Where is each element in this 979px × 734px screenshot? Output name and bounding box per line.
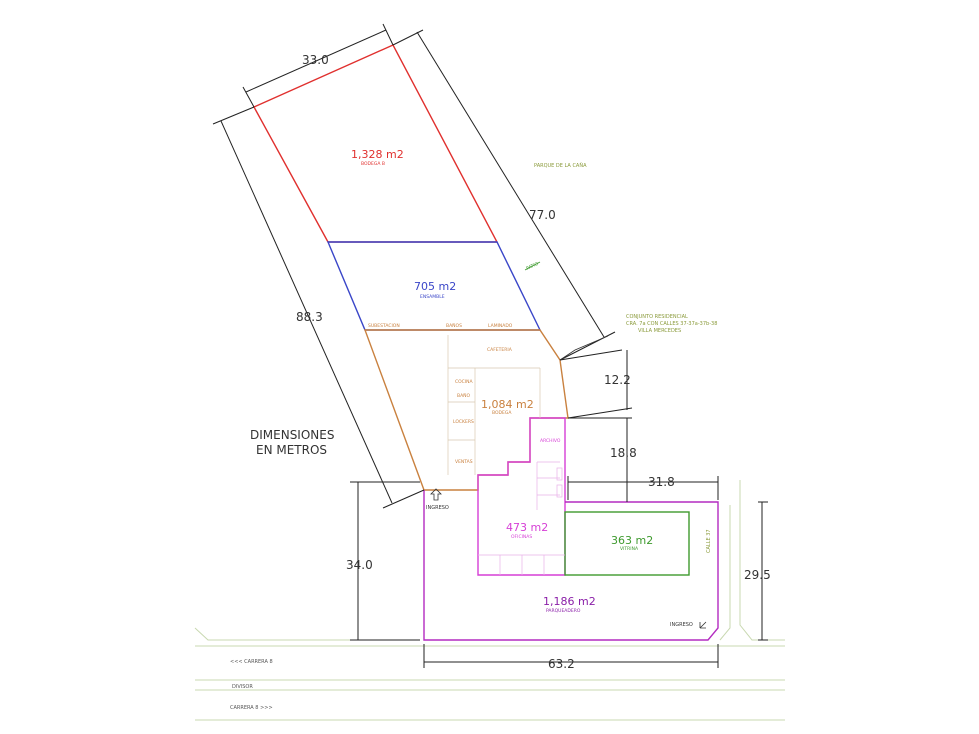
zone-bodega-b-name: BODEGA B	[361, 161, 385, 167]
zone-vitrina-area: 363 m2	[611, 534, 653, 547]
label-ingreso-right: INGRESO	[670, 622, 693, 628]
dim-18: 18.8	[610, 446, 637, 460]
road-lines	[194, 480, 785, 721]
zone-bodega-area: 1,084 m2	[481, 398, 534, 411]
room-patio: PATIO	[525, 261, 540, 272]
title-line-1: DIMENSIONES	[250, 428, 334, 442]
dim-88: 88.3	[296, 310, 323, 324]
label-road-3: CARRERA 8 >>>	[230, 705, 273, 711]
zone-bodega-outline	[363, 329, 569, 491]
room-subestacion: SUBESTACION	[368, 323, 400, 329]
zone-oficinas-outline	[477, 417, 566, 576]
dim-33: 33.0	[302, 53, 329, 67]
dim-29: 29.5	[744, 568, 771, 582]
zone-bodega-b-outline	[253, 44, 499, 243]
room-ventas: VENTAS	[455, 459, 473, 465]
zone-vitrina-name: VITRINA	[620, 546, 639, 552]
label-parque: PARQUE DE LA CAÑA	[534, 162, 587, 169]
zone-parqueadero-outline	[423, 490, 719, 641]
zone-parqueadero-name: PARQUEADERO	[546, 608, 581, 614]
zone-oficinas-name: OFICINAS	[511, 534, 532, 540]
room-banos: BAÑOS	[446, 322, 462, 329]
zone-bodega-name: BODEGA	[492, 410, 512, 416]
zone-ensamble-name: ENSAMBLE	[420, 294, 445, 300]
room-cocina: COCINA	[455, 379, 474, 385]
ingreso-left-arrow-icon	[430, 488, 442, 501]
office-details	[478, 461, 565, 575]
dim-12: 12.2	[604, 373, 631, 387]
label-road-1: <<< CARRERA 8	[230, 659, 273, 665]
room-lockers: LOCKERS	[453, 419, 474, 425]
interior-details	[447, 335, 541, 475]
label-ingreso-left: INGRESO	[426, 505, 449, 511]
zone-parqueadero-area: 1,186 m2	[543, 595, 596, 608]
label-calle: CALLE 37	[706, 529, 712, 553]
zone-vitrina-outline	[564, 511, 690, 576]
dim-34: 34.0	[346, 558, 373, 572]
dim-31: 31.8	[648, 475, 675, 489]
label-conjunto-1: CONJUNTO RESIDENCIAL	[626, 314, 688, 320]
zone-ensamble-area: 705 m2	[414, 280, 456, 293]
leader-lines	[524, 261, 707, 629]
room-bano: BAÑO	[457, 392, 471, 399]
dim-77: 77.0	[529, 208, 556, 222]
dim-63: 63.2	[548, 657, 575, 671]
zone-oficinas-area: 473 m2	[506, 521, 548, 534]
room-archivo: ARCHIVO	[540, 438, 561, 444]
label-conjunto-3: VILLA MERCEDES	[638, 328, 681, 334]
label-conjunto-2: CRA. 7a CON CALLES 37-37a-37b-38	[626, 321, 717, 327]
dimension-lines	[212, 23, 768, 668]
room-laminado: LAMINADO	[488, 323, 513, 329]
zone-bodega-b-area: 1,328 m2	[351, 148, 404, 161]
room-cafeteria: CAFETERIA	[487, 347, 513, 353]
label-road-2: DIVISOR	[232, 684, 253, 690]
title-line-2: EN METROS	[256, 443, 327, 457]
